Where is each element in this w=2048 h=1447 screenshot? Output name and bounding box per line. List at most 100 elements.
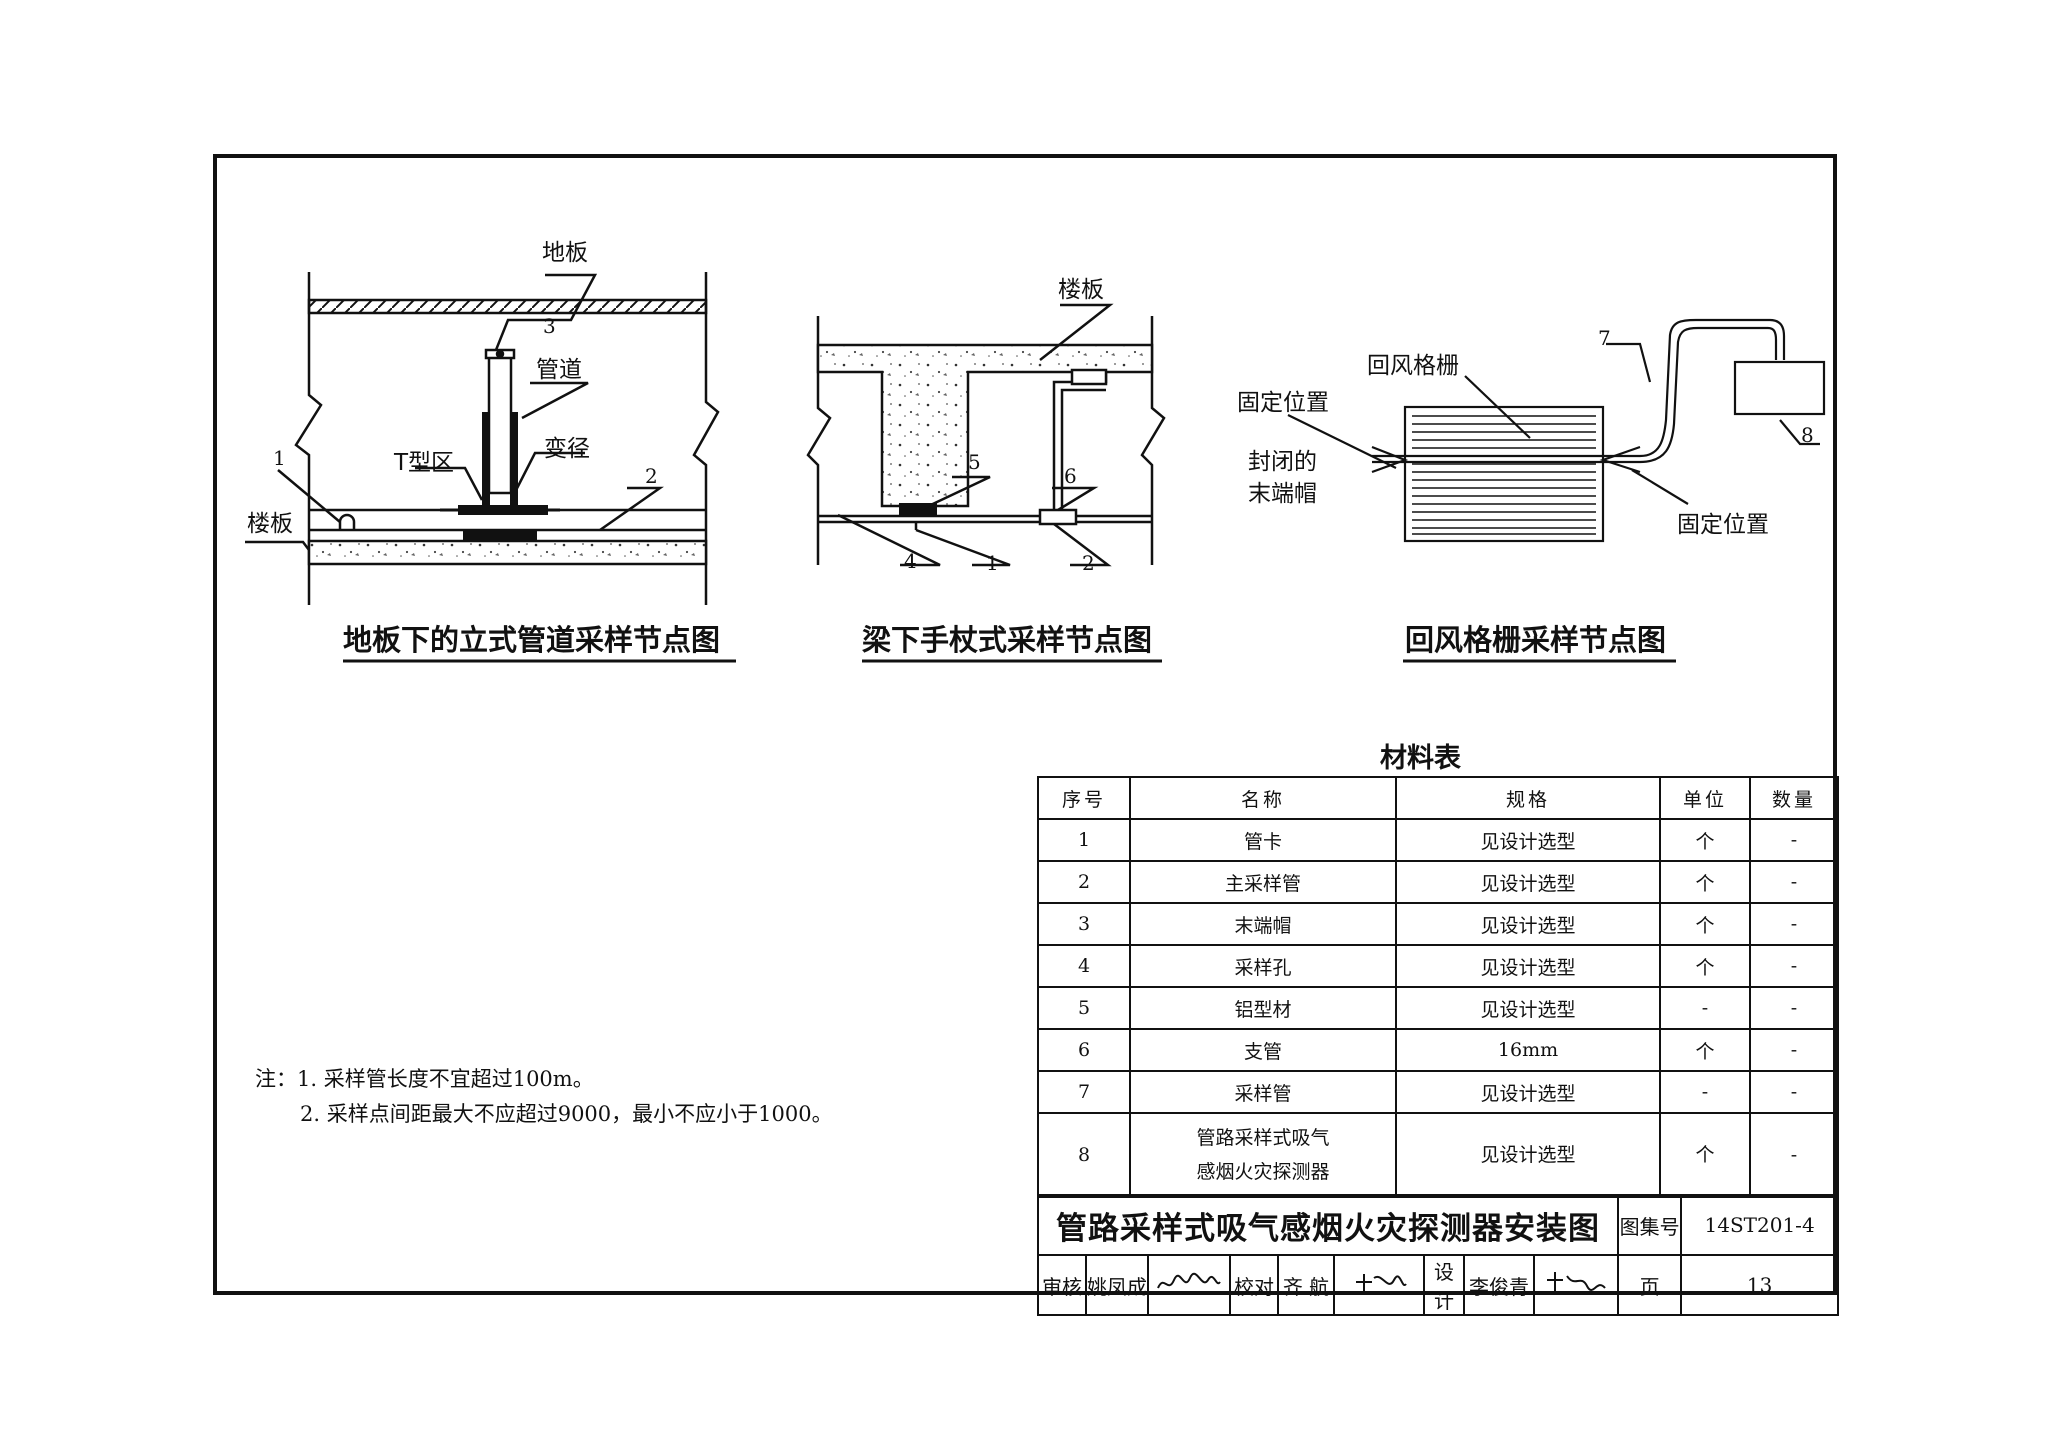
cell-no: 4 <box>1037 944 1131 988</box>
cell-qty: - <box>1749 944 1839 988</box>
diagram-return-air-grille <box>1287 318 1826 543</box>
cell-name: 采样管 <box>1129 1070 1397 1114</box>
cell-name: 采样孔 <box>1129 944 1397 988</box>
cell-unit: - <box>1659 1070 1751 1114</box>
callout-1: 1 <box>273 446 286 470</box>
tzone-label: T型区 <box>393 450 454 476</box>
review-label: 审核 <box>1037 1254 1087 1316</box>
cell-unit: 个 <box>1659 944 1751 988</box>
atlas-label: 图集号 <box>1617 1194 1683 1256</box>
notes: 注：1. 采样管长度不宜超过100m。 2. 采样点间距最大不应超过9000，最… <box>255 1062 833 1132</box>
designer-name: 李俊青 <box>1463 1254 1535 1316</box>
end-cap-label-line1: 封闭的 <box>1248 449 1317 475</box>
grille-slats <box>1412 415 1596 535</box>
drawing-frame <box>213 154 1837 1295</box>
cell-qty: - <box>1749 1028 1839 1072</box>
title-block: 管路采样式吸气感烟火灾探测器安装图 图集号 14ST201-4 审核 姚凤成 校… <box>1036 1194 1840 1316</box>
floor-slab <box>307 539 708 566</box>
cell-no: 6 <box>1037 1028 1131 1072</box>
cell-no: 5 <box>1037 986 1131 1030</box>
slab-label-2: 楼板 <box>1058 277 1104 303</box>
cell-spec: 见设计选型 <box>1395 818 1661 862</box>
cell-spec: 见设计选型 <box>1395 944 1661 988</box>
page-number: 13 <box>1680 1254 1840 1316</box>
fix-position-label-1: 固定位置 <box>1237 390 1329 416</box>
check-label: 校对 <box>1229 1254 1279 1316</box>
drawing-title: 管路采样式吸气感烟火灾探测器安装图 <box>1036 1194 1620 1256</box>
pipe-label: 管道 <box>536 357 582 383</box>
diagram3-labels: 回风格栅 固定位置 封闭的 末端帽 固定位置 7 8 回风格栅采样节点图 <box>1237 326 1814 663</box>
cell-spec: 16mm <box>1395 1028 1661 1072</box>
cell-unit: 个 <box>1659 818 1751 862</box>
checker-name: 齐 航 <box>1277 1254 1335 1316</box>
fix-position-label-2: 固定位置 <box>1677 512 1769 538</box>
cell-qty: - <box>1749 1070 1839 1114</box>
diagram1-labels: 地板 管道 变径 T型区 楼板 1 2 3 地板下的立式管道采样节点图 <box>247 240 736 663</box>
cell-name: 主采样管 <box>1129 860 1397 904</box>
end-cap-label-line2: 末端帽 <box>1248 481 1317 507</box>
cell-unit: 个 <box>1659 1112 1751 1198</box>
table-header-row: 序号 名称 规格 单位 数量 <box>1037 776 1839 820</box>
cell-no: 7 <box>1037 1070 1131 1114</box>
note-2: 2. 采样点间距最大不应超过9000，最小不应小于1000。 <box>300 1102 833 1126</box>
return-air-grille <box>1403 405 1605 543</box>
header-spec: 规格 <box>1395 776 1661 820</box>
cell-qty: - <box>1749 986 1839 1030</box>
notes-prefix: 注： <box>255 1067 297 1091</box>
diagram3-caption: 回风格栅采样节点图 <box>1405 623 1666 657</box>
callout-5: 5 <box>968 450 981 474</box>
cell-no: 1 <box>1037 818 1131 862</box>
cell-no: 2 <box>1037 860 1131 904</box>
cell-spec: 见设计选型 <box>1395 902 1661 946</box>
callout-3: 3 <box>543 314 556 338</box>
cell-name: 铝型材 <box>1129 986 1397 1030</box>
cell-unit: - <box>1659 986 1751 1030</box>
diagram-beam-cane-sampling <box>806 303 1166 567</box>
header-name: 名称 <box>1129 776 1397 820</box>
callout-2: 2 <box>645 464 658 488</box>
diagram2-caption: 梁下手杖式采样节点图 <box>862 623 1152 657</box>
detector-box <box>1733 360 1826 416</box>
floor-label: 地板 <box>542 240 588 266</box>
cell-no: 8 <box>1037 1112 1131 1198</box>
diagram2-labels: 楼板 5 6 4 1 2 梁下手杖式采样节点图 <box>862 277 1162 663</box>
grille-label: 回风格栅 <box>1367 353 1459 379</box>
page-label: 页 <box>1617 1254 1683 1316</box>
slab-beam <box>816 343 1154 508</box>
atlas-number: 14ST201-4 <box>1680 1194 1840 1256</box>
cell-unit: 个 <box>1659 860 1751 904</box>
callout-2b: 2 <box>1082 551 1095 575</box>
cell-spec: 见设计选型 <box>1395 860 1661 904</box>
cell-qty: - <box>1749 902 1839 946</box>
cell-qty: - <box>1749 818 1839 862</box>
cell-qty: - <box>1749 1112 1839 1198</box>
cell-name-line1: 管路采样式吸气 <box>1196 1127 1330 1149</box>
cell-no: 3 <box>1037 902 1131 946</box>
reducer-label: 变径 <box>544 436 590 462</box>
cell-name: 管卡 <box>1129 818 1397 862</box>
cell-qty: - <box>1749 860 1839 904</box>
callout-1b: 1 <box>986 551 999 575</box>
pipe-clip <box>338 513 356 530</box>
reviewer-signature <box>1147 1254 1231 1316</box>
materials-title: 材料表 <box>1380 743 1461 774</box>
header-no: 序号 <box>1037 776 1131 820</box>
cell-spec: 见设计选型 <box>1395 1070 1661 1114</box>
cell-name: 末端帽 <box>1129 902 1397 946</box>
diagram-underfloor-riser <box>245 272 720 605</box>
checker-signature <box>1333 1254 1425 1316</box>
callout-6: 6 <box>1064 464 1077 488</box>
cell-spec: 见设计选型 <box>1395 1112 1661 1198</box>
cell-name: 管路采样式吸气感烟火灾探测器 <box>1129 1112 1397 1198</box>
cell-name: 支管 <box>1129 1028 1397 1072</box>
